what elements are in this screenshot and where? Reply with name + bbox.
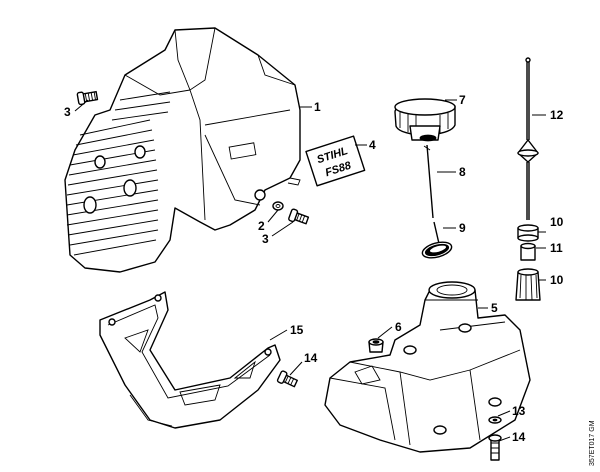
fuel-tank-5 <box>324 281 531 453</box>
callout-5: 5 <box>491 301 498 315</box>
callout-10-top: 10 <box>550 215 564 229</box>
callout-6: 6 <box>395 320 402 334</box>
screw-3-bottom <box>288 208 310 225</box>
callout-7: 7 <box>459 93 466 107</box>
shroud-part <box>64 27 301 273</box>
guard-plate-15 <box>99 291 281 429</box>
callout-13: 13 <box>512 404 526 418</box>
callout-15: 15 <box>290 323 304 337</box>
callout-3-bottom: 3 <box>262 232 269 246</box>
washer-13 <box>488 416 502 424</box>
grommet-10-top <box>517 224 539 242</box>
callout-10-bottom: 10 <box>550 273 564 287</box>
grommet-6 <box>368 338 384 353</box>
callout-14-left: 14 <box>304 351 318 365</box>
shroud-hole <box>134 145 146 159</box>
sleeve-11 <box>520 242 536 261</box>
callout-3-top: 3 <box>64 105 71 119</box>
callout-12: 12 <box>550 108 564 122</box>
shroud-hole <box>94 155 106 169</box>
fuel-cap-7 <box>394 98 456 142</box>
rod-12 <box>517 57 539 220</box>
screw-14-left <box>276 370 298 388</box>
shroud-hole <box>254 189 266 201</box>
callout-4: 4 <box>369 138 376 152</box>
callout-9: 9 <box>459 221 466 235</box>
callout-11: 11 <box>550 241 563 255</box>
retainer-cord-8 <box>423 144 434 219</box>
callout-14-bottom: 14 <box>512 430 526 444</box>
decal-4: STIHL FS88 <box>305 135 366 187</box>
shroud-hole <box>123 179 137 197</box>
callout-2: 2 <box>258 219 265 233</box>
callout-1: 1 <box>314 100 321 114</box>
fuel-filter-9 <box>421 221 453 259</box>
screw-14-bottom <box>488 434 502 461</box>
callout-labels: 3 1 4 2 3 7 8 9 12 10 11 10 5 6 15 14 13… <box>64 93 564 444</box>
filter-10-bottom <box>515 268 541 301</box>
shroud-fins <box>66 91 171 256</box>
callout-8: 8 <box>459 165 466 179</box>
screw-3-top <box>76 90 99 106</box>
drawing-code: 357ET017 GM <box>589 420 596 466</box>
leader-lines <box>74 99 546 442</box>
washer-2 <box>272 201 284 211</box>
shroud-hole <box>83 196 97 214</box>
